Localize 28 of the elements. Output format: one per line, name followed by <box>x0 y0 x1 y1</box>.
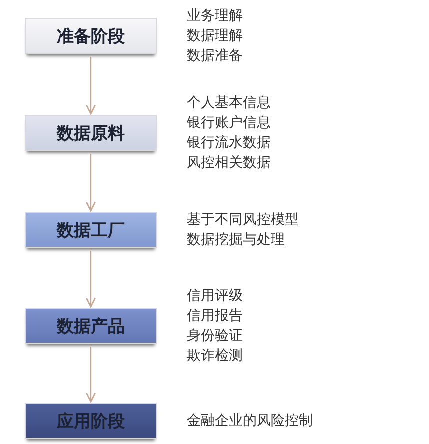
stage-item: 数据准备 <box>187 47 244 66</box>
stage-title: 应用阶段 <box>57 410 125 432</box>
stage-box <box>25 403 157 439</box>
stage-item: 身份验证 <box>187 327 244 346</box>
stage-item: 数据理解 <box>187 27 244 46</box>
arrow <box>86 347 96 403</box>
stage-item: 欺诈检测 <box>187 347 244 366</box>
arrow <box>86 154 96 212</box>
stage-item: 银行账户信息 <box>187 114 272 133</box>
stage-title: 数据原料 <box>57 122 125 144</box>
stage-item: 信用报告 <box>187 307 244 326</box>
stage-item: 信用评级 <box>187 287 244 306</box>
stage-box <box>25 212 157 248</box>
arrow <box>86 251 96 308</box>
stage-item: 金融企业的风险控制 <box>187 412 314 431</box>
stage-title: 数据工厂 <box>57 220 125 242</box>
stage-box <box>25 308 157 344</box>
arrow <box>86 57 96 115</box>
stage-item: 风控相关数据 <box>187 154 272 173</box>
stage-item: 银行流水数据 <box>187 134 272 153</box>
stage-box <box>25 18 157 54</box>
stage-box <box>25 115 157 151</box>
stage-item: 数据挖掘与处理 <box>187 231 286 250</box>
stage-title: 数据产品 <box>57 316 125 338</box>
stage-item: 业务理解 <box>187 7 244 26</box>
stage-item: 个人基本信息 <box>187 94 272 113</box>
stage-title: 准备阶段 <box>57 26 125 48</box>
stage-item: 基于不同风控模型 <box>187 211 300 230</box>
